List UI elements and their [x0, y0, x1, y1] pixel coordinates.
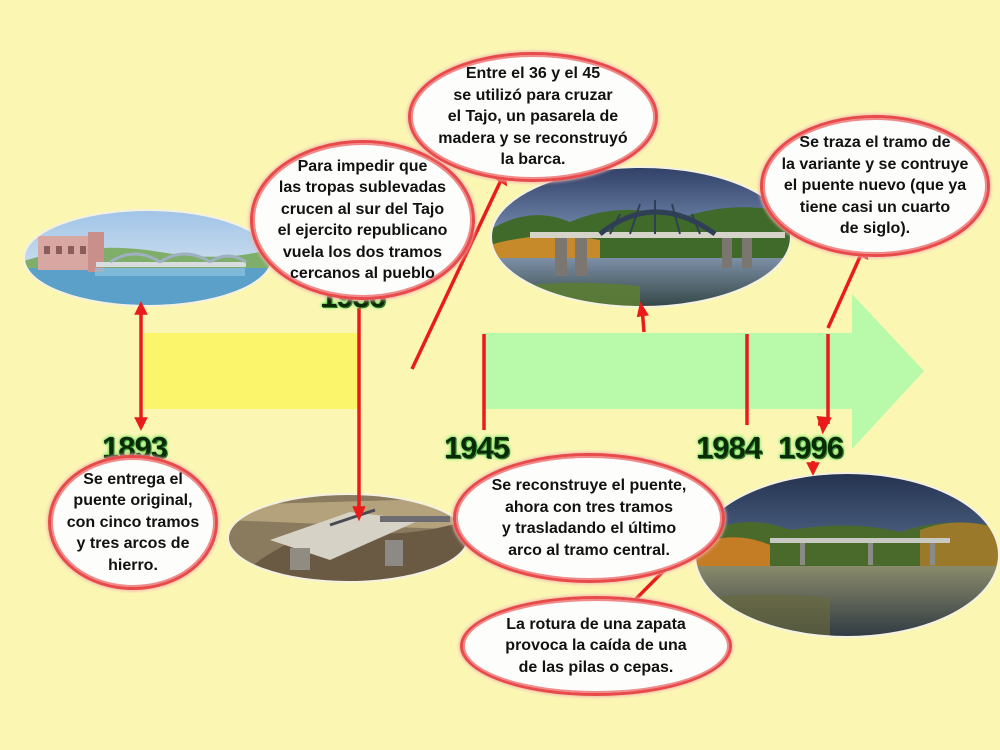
callout-1996-text: Se traza el tramo de la variante y se co… — [781, 134, 969, 238]
callout-1936-1945: Entre el 36 y el 45 se utilizó para cruz… — [408, 52, 658, 182]
callout-1936: Para impedir que las tropas sublevadas c… — [250, 140, 475, 300]
year-1996-label: 1996 — [778, 430, 844, 465]
green-timeline-arrow — [483, 294, 924, 449]
callout-1945: Se reconstruye el puente, ahora con tres… — [453, 453, 725, 583]
callout-1936-1945-text: Entre el 36 y el 45 se utilizó para cruz… — [438, 65, 628, 169]
callout-1984-text: La rotura de una zapata provoca la caída… — [505, 615, 687, 676]
original-bridge-painting — [24, 210, 272, 306]
callout-1996: Se traza el tramo de la variante y se co… — [760, 115, 990, 257]
callout-1893-text: Se entrega el puente original, con cinco… — [66, 470, 200, 574]
callout-1893: Se entrega el puente original, con cinco… — [48, 455, 218, 590]
year-1984-label: 1984 — [696, 430, 762, 465]
callout-1984: La rotura de una zapata provoca la caída… — [460, 596, 732, 696]
destroyed-bridge-painting — [228, 494, 468, 582]
callout-1945-text: Se reconstruye el puente, ahora con tres… — [491, 477, 687, 559]
reconstructed-bridge-photo — [491, 167, 791, 307]
year-1945-label: 1945 — [444, 430, 510, 465]
callout-1936-text: Para impedir que las tropas sublevadas c… — [277, 157, 448, 283]
yellow-timeline-bar — [144, 333, 360, 409]
